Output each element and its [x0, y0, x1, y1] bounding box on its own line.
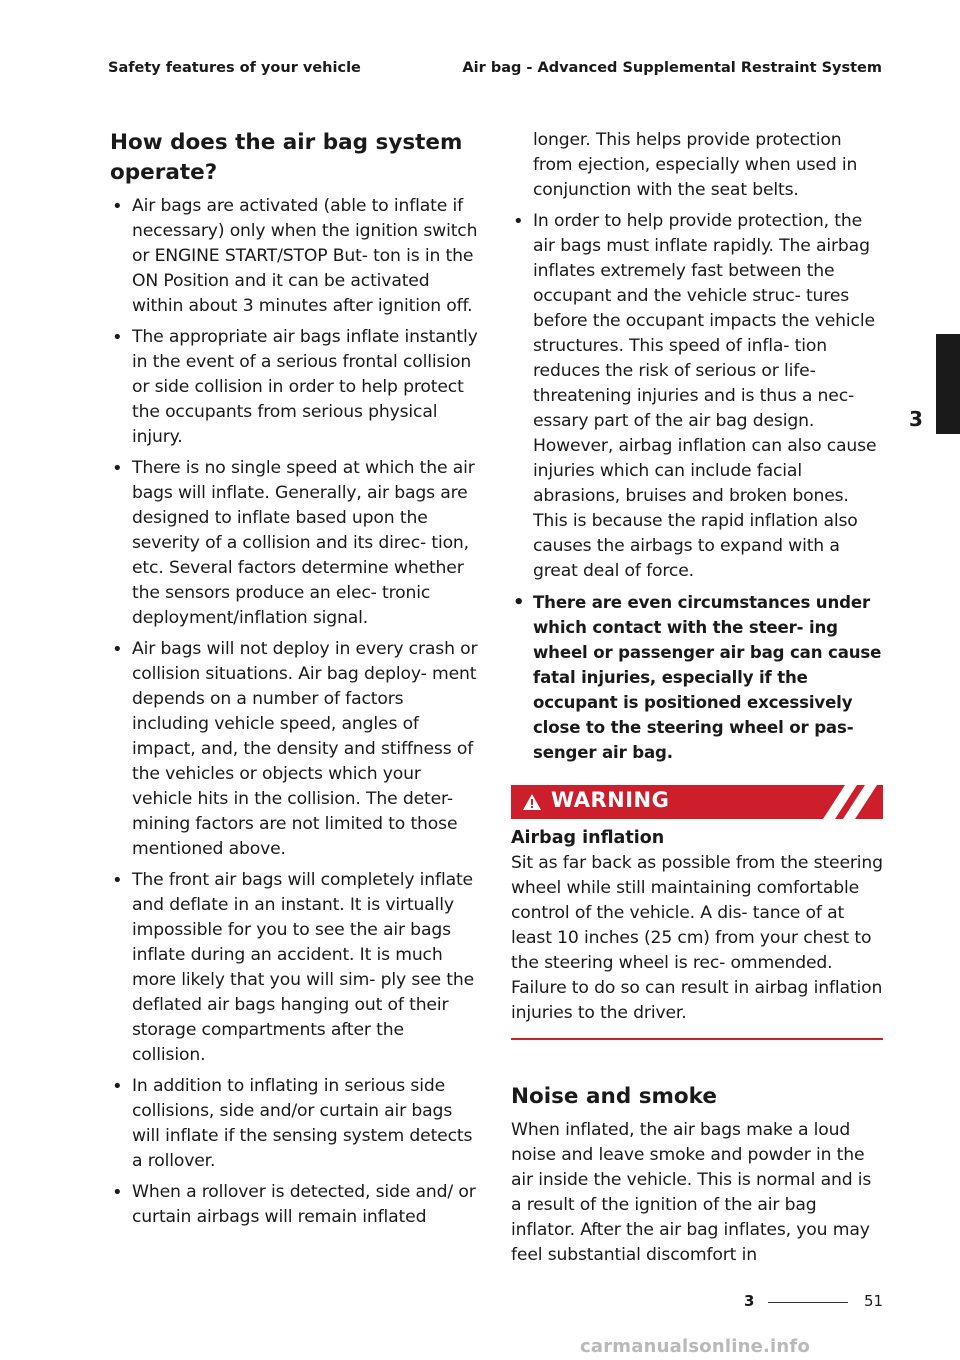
warning-body: Sit as far back as possible from the ste… [511, 853, 883, 1023]
warning-stripes-decoration [813, 785, 883, 819]
warning-end-rule [511, 1038, 883, 1040]
list-item-bold-caution: There are even circumstances under which… [511, 590, 883, 765]
noise-paragraph: When inflated, the air bags make a loud … [511, 1120, 872, 1265]
left-column: How does the air bag system operate? Air… [110, 128, 480, 1236]
running-header-topic: Air bag - Advanced Supplemental Restrain… [462, 60, 882, 76]
list-item: Air bags are activated (able to inflate … [110, 194, 480, 319]
heading-line-2: operate? [110, 160, 218, 185]
list-item: In order to help provide protection, the… [511, 209, 883, 584]
warning-triangle-icon [523, 794, 541, 810]
section-heading-noise-smoke: Noise and smoke [511, 1084, 717, 1109]
footer-chapter-number: 3 [744, 1292, 755, 1310]
right-column: longer. This helps provide protection fr… [511, 128, 883, 1268]
watermark: carmanualsonline.info [580, 1336, 811, 1357]
warning-title: Airbag inflation [511, 828, 665, 848]
list-item: When a rollover is detected, side and/ o… [110, 1180, 480, 1230]
list-item: There is no single speed at which the ai… [110, 456, 480, 631]
bullet-continuation: longer. This helps provide protection fr… [533, 130, 858, 200]
bullet-list-continued: In order to help provide protection, the… [511, 209, 883, 765]
section-heading-airbag-operation: How does the air bag system operate? [110, 128, 480, 188]
chapter-thumb-tab [936, 334, 960, 434]
noise-section: Noise and smoke When inflated, the air b… [511, 1082, 883, 1268]
running-header-section: Safety features of your vehicle [108, 60, 361, 76]
heading-line-1: How does the air bag system [110, 130, 463, 155]
warning-label: WARNING [551, 788, 670, 812]
footer-divider [768, 1302, 848, 1303]
warning-banner: WARNING [511, 785, 883, 819]
chapter-tab-number: 3 [909, 407, 923, 431]
footer-page-number: 51 [864, 1292, 884, 1310]
bullet-list-operation: Air bags are activated (able to inflate … [110, 194, 480, 1230]
list-item: In addition to inflating in serious side… [110, 1074, 480, 1174]
list-item: Air bags will not deploy in every crash … [110, 637, 480, 862]
list-item: The appropriate air bags inflate instant… [110, 325, 480, 450]
list-item: The front air bags will completely infla… [110, 868, 480, 1068]
